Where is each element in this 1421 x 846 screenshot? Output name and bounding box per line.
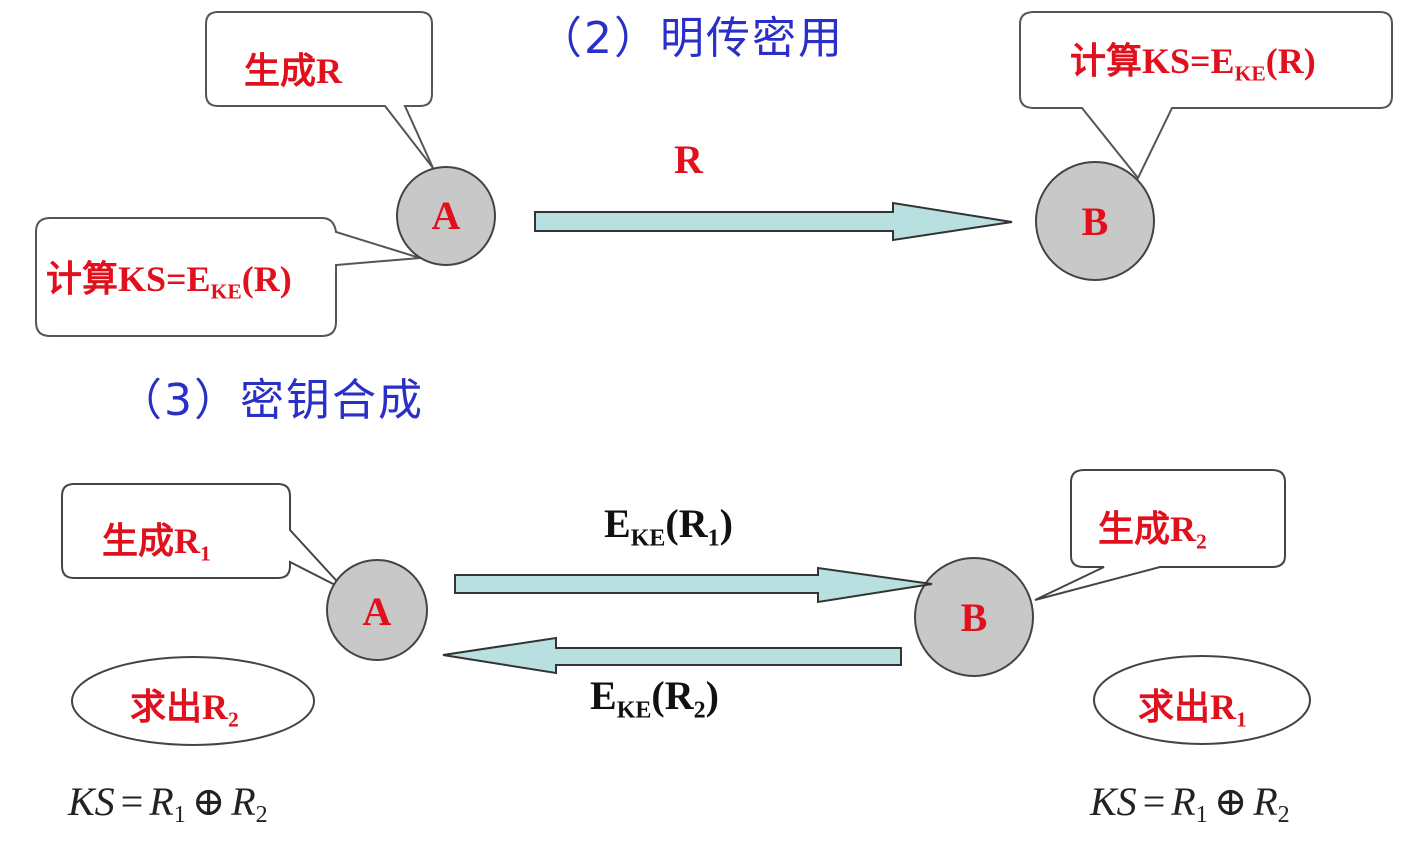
- node-a-plaintext: [396, 166, 496, 266]
- ellipse-derive-r2: [71, 656, 315, 746]
- label-derive-r1: 求出R1: [1138, 687, 1247, 732]
- arrow-a-to-b-r: [534, 201, 1013, 242]
- node-b-label-plaintext: B: [1081, 199, 1109, 244]
- callout-generate-r: [205, 11, 434, 169]
- label-generate-r: 生成R: [244, 51, 343, 91]
- arrow-a-to-b-er1: [454, 566, 933, 604]
- label-generate-r1: 生成R1: [102, 521, 211, 566]
- heading-plaintext-transfer: （2）明传密用: [538, 13, 844, 64]
- label-arrow-er1: EKE(R1): [604, 501, 733, 552]
- callout-generate-r1: [61, 483, 346, 591]
- formula-ks-right: KS=R1⊕R2: [1090, 779, 1290, 829]
- label-generate-r2: 生成R2: [1098, 509, 1207, 554]
- xor-icon: ⊕: [191, 779, 226, 824]
- label-compute-ks-b: 计算KS=EKE(R): [1070, 41, 1316, 86]
- arrow-b-to-a-er2: [442, 636, 902, 675]
- node-a-label-plaintext: A: [431, 193, 461, 238]
- label-arrow-r: R: [674, 137, 703, 182]
- callout-compute-ks-a: [35, 217, 421, 337]
- label-derive-r2: 求出R2: [130, 687, 239, 732]
- node-a-label-key-synthesis: A: [362, 589, 392, 634]
- formula-ks-left: KS=R1⊕R2: [68, 779, 268, 829]
- heading-key-synthesis: （3）密钥合成: [118, 375, 424, 426]
- callout-compute-ks-b: [1019, 11, 1393, 180]
- node-b-plaintext: [1035, 161, 1155, 281]
- callout-generate-r2: [1034, 469, 1286, 601]
- label-arrow-er2: EKE(R2): [590, 673, 719, 724]
- node-b-label-key-synthesis: B: [960, 595, 988, 640]
- node-b-key-synthesis: [914, 557, 1034, 677]
- node-a-key-synthesis: [326, 559, 428, 661]
- label-compute-ks-a: 计算KS=EKE(R): [46, 259, 292, 304]
- ellipse-derive-r1: [1093, 655, 1311, 745]
- xor-icon: ⊕: [1213, 779, 1248, 824]
